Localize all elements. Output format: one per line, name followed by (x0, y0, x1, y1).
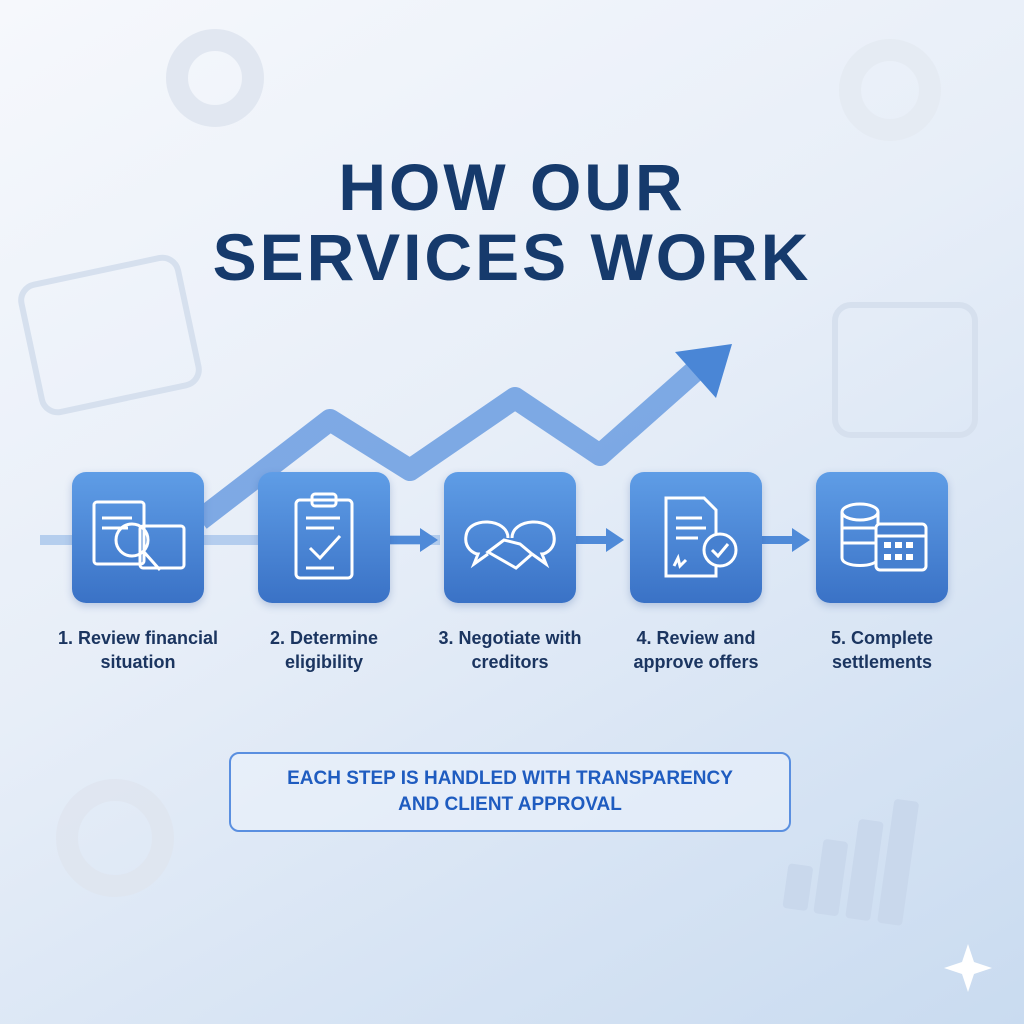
step-2-box (258, 472, 390, 603)
step-1-box (72, 472, 204, 603)
step-3-box (444, 472, 576, 603)
sparkle-icon (944, 944, 992, 992)
step-2-label: 2. Determine eligibility (269, 628, 379, 672)
page-title-line2: SERVICES WORK (212, 220, 812, 294)
transparency-banner: EACH STEP IS HANDLED WITH TRANSPARENCY A… (229, 752, 791, 832)
step-1-label: 1. Review financial situation (57, 628, 219, 672)
step-5-box (816, 472, 948, 603)
banner-line2: AND CLIENT APPROVAL (398, 794, 622, 815)
document-magnifier-calendar-icon (92, 500, 186, 571)
signed-document-check-icon (664, 496, 738, 578)
step-4-box (630, 472, 762, 603)
coins-calendar-icon (840, 502, 928, 572)
step-3-label: 3. Negotiate with creditors (438, 628, 582, 672)
bar-chart-icon (782, 799, 919, 926)
handshake-speech-bubbles-icon (464, 520, 556, 570)
banner-line1: EACH STEP IS HANDLED WITH TRANSPARENCY (287, 768, 733, 789)
calendar-icon (18, 254, 978, 438)
flow-arrows (390, 528, 810, 552)
gear-icon (56, 29, 941, 897)
step-4-label: 4. Review and approve offers (633, 628, 759, 672)
clipboard-check-icon (294, 492, 354, 580)
step-5-label: 5. Complete settlements (830, 628, 934, 672)
page-title-line1: HOW OUR (338, 150, 686, 224)
